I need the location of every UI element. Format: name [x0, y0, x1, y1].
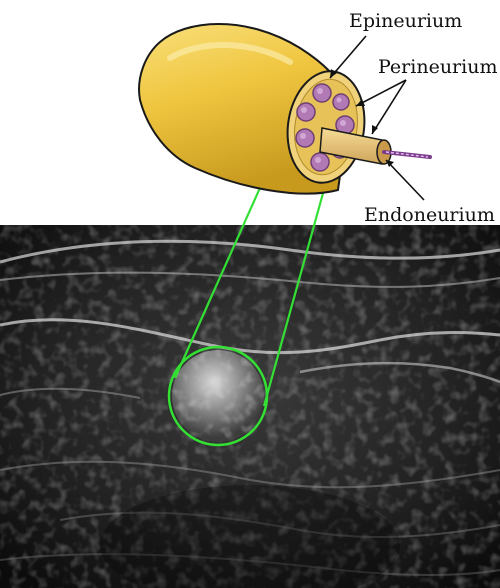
nerve-illustration — [139, 24, 430, 194]
ultrasound-image — [0, 225, 500, 588]
label-endoneurium: Endoneurium — [364, 204, 495, 226]
label-perineurium: Perineurium — [378, 56, 497, 78]
label-epineurium: Epineurium — [349, 10, 462, 32]
